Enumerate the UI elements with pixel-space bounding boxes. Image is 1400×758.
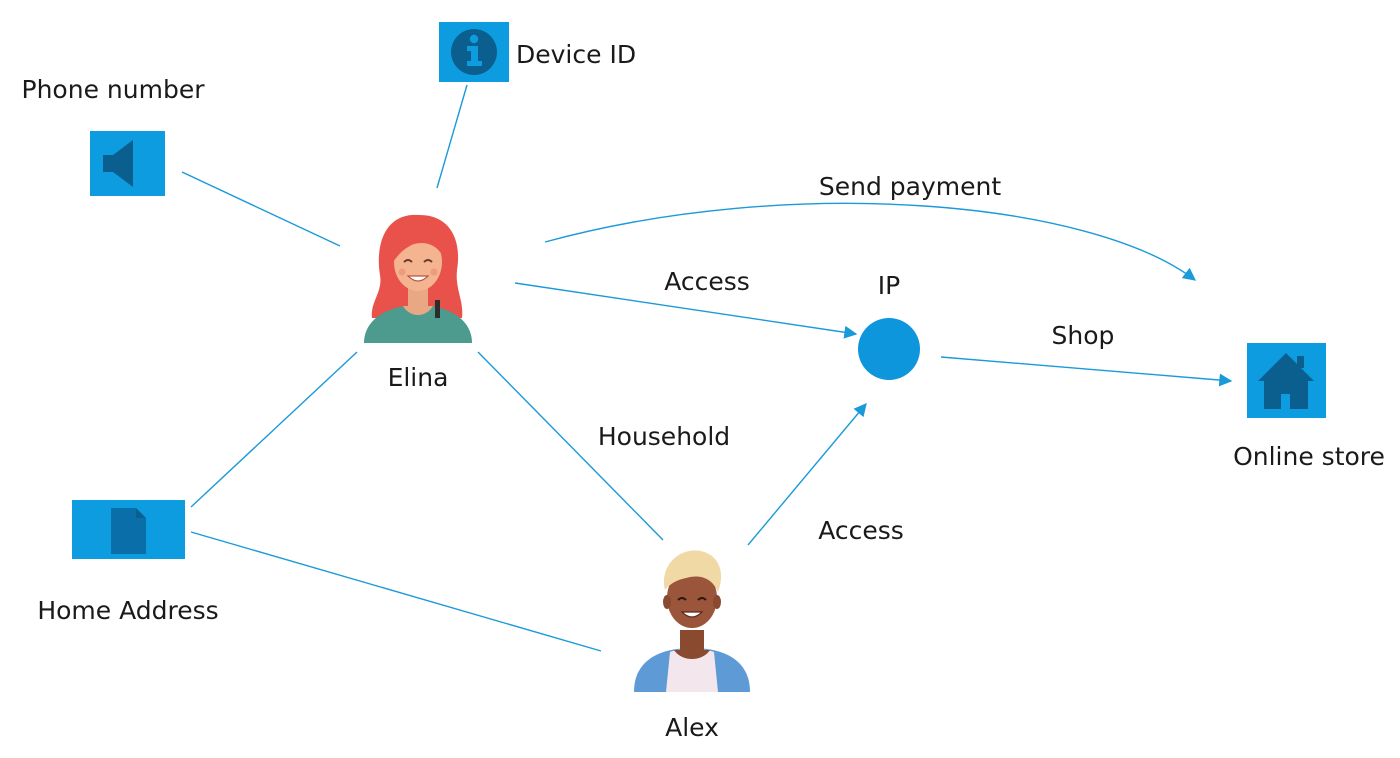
edge-alex-ip-access: [747, 403, 867, 546]
node-label-phone-number: Phone number: [22, 75, 206, 104]
edge-elina-store-send-payment: [544, 202, 1197, 281]
node-label-alex: Alex: [665, 713, 719, 742]
ip-circle: [858, 318, 920, 380]
node-elina: Elina: [364, 214, 472, 392]
node-label-online-store: Online store: [1233, 442, 1385, 471]
man-avatar-icon: [634, 550, 750, 692]
edge-elina-home: [190, 351, 358, 508]
node-ip: IP: [858, 271, 920, 380]
edge-phone-elina: [181, 171, 341, 247]
node-online-store: Online store: [1233, 343, 1385, 471]
node-alex: Alex: [634, 550, 750, 742]
edge-label-send-payment: Send payment: [819, 172, 1001, 201]
edge-elina-ip-access: [514, 282, 858, 339]
edge-label-shop: Shop: [1052, 321, 1115, 350]
node-label-device-id: Device ID: [516, 40, 636, 69]
document-icon: [111, 508, 146, 554]
edge-device-elina: [436, 84, 468, 189]
woman-avatar-icon: [364, 214, 472, 343]
node-label-elina: Elina: [388, 363, 449, 392]
node-label-ip: IP: [878, 271, 900, 300]
node-home-address: Home Address: [37, 500, 219, 625]
edge-label-elina-access: Access: [664, 267, 750, 296]
edge-elina-alex-household: [477, 351, 664, 541]
node-device-id: Device ID: [439, 22, 636, 82]
house-icon: [1258, 353, 1314, 409]
node-label-home-address: Home Address: [37, 596, 218, 625]
edge-label-alex-access: Access: [818, 516, 904, 545]
speaker-icon: [103, 140, 133, 187]
edge-label-household: Household: [598, 422, 730, 451]
edge-ip-store-shop: [940, 356, 1233, 387]
edge-home-alex: [190, 531, 602, 652]
node-phone-number: Phone number: [22, 75, 206, 196]
info-icon: [451, 29, 497, 75]
